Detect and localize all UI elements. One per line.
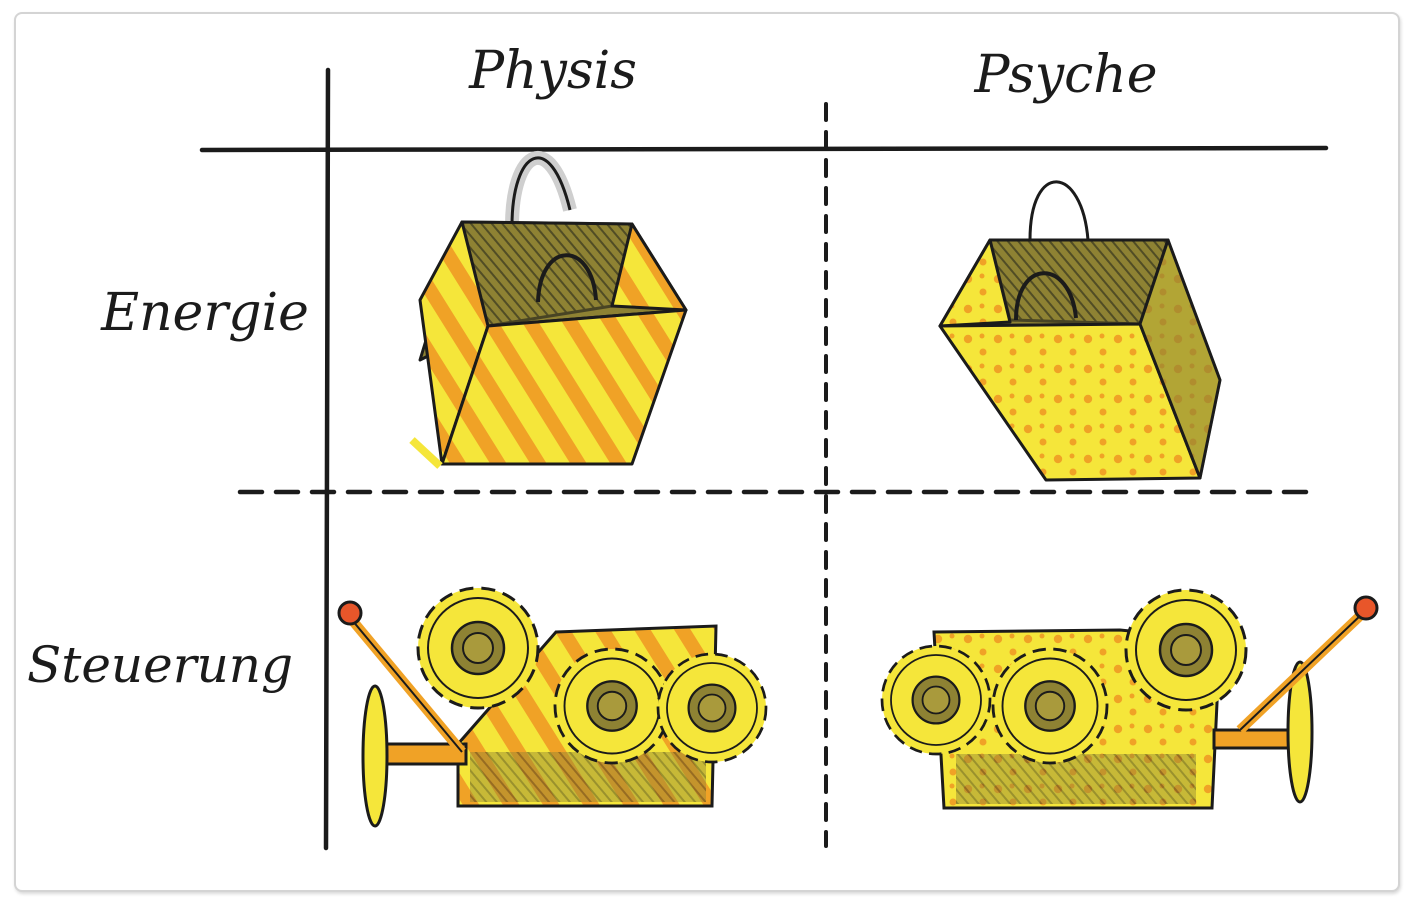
striped-gear-machine-icon — [337, 586, 768, 828]
header-divider — [199, 145, 1329, 153]
row-header-energie: Energie — [100, 283, 309, 343]
striped-bag-icon — [409, 151, 688, 469]
dotted-bag-icon — [938, 180, 1222, 482]
column-header-psyche: Psyche — [973, 45, 1157, 105]
dotted-gear-machine-icon — [880, 588, 1379, 810]
row-label-divider — [323, 67, 331, 851]
row-header-steuerung: Steuerung — [27, 636, 293, 694]
column-header-physis: Physis — [468, 41, 637, 101]
grid-lines — [199, 67, 1329, 851]
